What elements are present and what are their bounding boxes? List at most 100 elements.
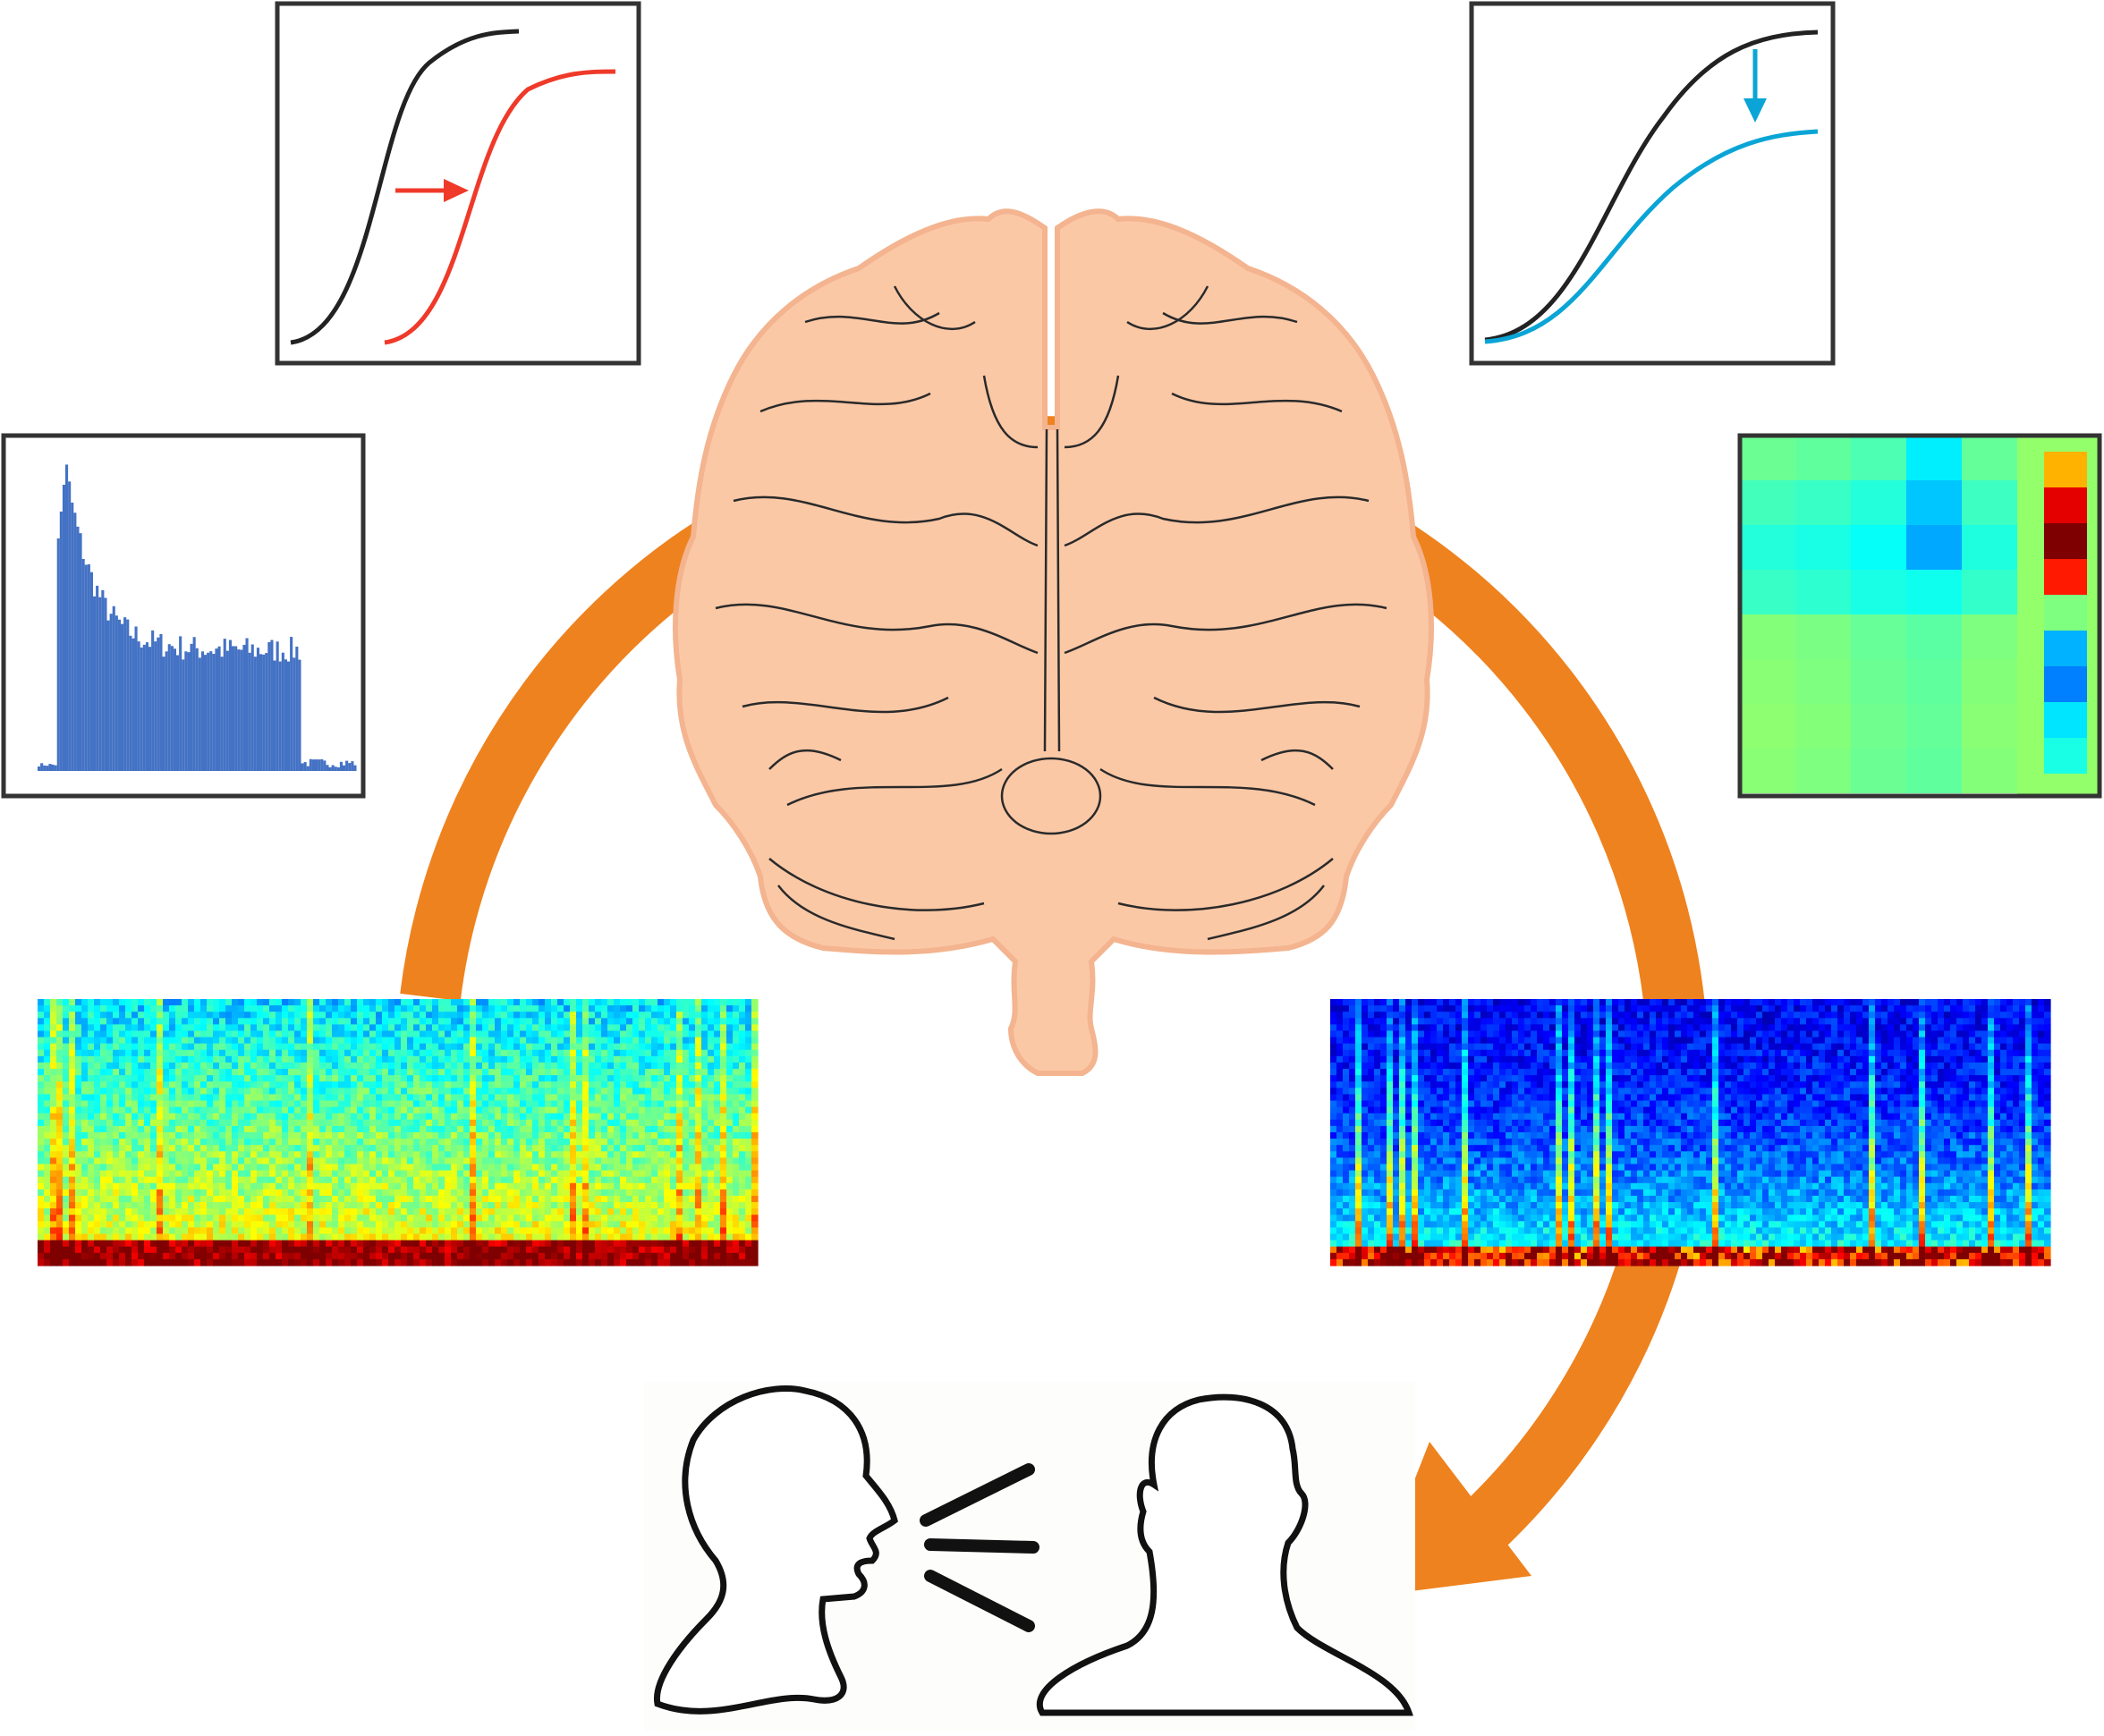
- spectrogram-pixel: [238, 1094, 245, 1102]
- spectrogram-pixel: [670, 1125, 677, 1133]
- spectrogram-pixel: [595, 1170, 602, 1178]
- spectrogram-pixel: [745, 1081, 752, 1088]
- spectrogram-pixel: [244, 1208, 251, 1215]
- spectrogram-pixel: [351, 1176, 358, 1184]
- spectrogram-pixel: [445, 1240, 452, 1248]
- spectrogram-pixel: [69, 1043, 76, 1051]
- spectrogram-pixel: [695, 1240, 702, 1248]
- spectrogram-pixel: [501, 1145, 508, 1152]
- spectrogram-pixel: [357, 1012, 364, 1019]
- spectrogram-pixel: [620, 1005, 627, 1012]
- spectrogram-pixel: [332, 1189, 339, 1197]
- spectrogram-pixel: [313, 1208, 320, 1215]
- spectrogram-pixel: [106, 1176, 114, 1184]
- spectrogram-pixel: [94, 1145, 101, 1152]
- spectrogram-pixel: [50, 1139, 57, 1146]
- spectrogram-pixel: [50, 1151, 57, 1158]
- spectrogram-pixel: [589, 1233, 596, 1241]
- spectrogram-pixel: [651, 1106, 658, 1114]
- spectrogram-pixel: [163, 1195, 170, 1203]
- spectrogram-pixel: [244, 1258, 251, 1266]
- spectrogram-pixel: [708, 1189, 715, 1197]
- spectrogram-pixel: [238, 1005, 245, 1012]
- spectrogram-pixel: [501, 1258, 508, 1266]
- baseline-curve: [1484, 30, 1819, 343]
- spectrogram-pixel: [564, 1252, 571, 1260]
- histogram-bar: [331, 765, 335, 771]
- spectrogram-pixel: [708, 1195, 715, 1203]
- spectrogram-pixel: [451, 1252, 458, 1260]
- spectrogram-pixel: [751, 1145, 759, 1152]
- histogram-bar: [345, 760, 349, 771]
- histogram-bar: [65, 464, 69, 771]
- spectrogram-pixel: [81, 1119, 89, 1127]
- spectrogram-pixel: [595, 1202, 602, 1209]
- spectrogram-pixel: [44, 1125, 51, 1133]
- spectrogram-pixel: [138, 1132, 145, 1139]
- spectrogram-pixel: [200, 1208, 208, 1215]
- spectrogram-pixel: [407, 1018, 414, 1025]
- spectrogram-pixel: [589, 1055, 596, 1063]
- heatmap-cell: [1851, 525, 1906, 570]
- spectrogram-pixel: [169, 1030, 176, 1038]
- heatmap-cell: [1795, 659, 1851, 704]
- spectrogram-pixel: [125, 1132, 132, 1139]
- spectrogram-pixel: [658, 1195, 665, 1203]
- spectrogram-pixel: [620, 1018, 627, 1025]
- spectrogram-pixel: [369, 1055, 377, 1063]
- spectrogram-pixel: [745, 1106, 752, 1114]
- spectrogram-pixel: [163, 1094, 170, 1102]
- spectrogram-pixel: [720, 1240, 727, 1248]
- spectrogram-pixel: [326, 1139, 333, 1146]
- spectrogram-pixel: [507, 1018, 514, 1025]
- spectrogram-pixel: [401, 1176, 408, 1184]
- spectrogram-pixel: [106, 999, 114, 1006]
- spectrogram-pixel: [100, 1075, 107, 1082]
- spectrogram-pixel: [313, 1005, 320, 1012]
- spectrogram-pixel: [294, 1176, 301, 1184]
- spectrogram-pixel: [482, 1024, 489, 1032]
- spectrogram-pixel: [539, 1164, 546, 1172]
- spectrogram-pixel: [557, 1094, 564, 1102]
- spectrogram-pixel: [463, 1208, 471, 1215]
- spectrogram-pixel: [607, 1202, 615, 1209]
- histogram-bar: [184, 651, 188, 771]
- spectrogram-pixel: [225, 1024, 233, 1032]
- spectrogram-pixel: [125, 1189, 132, 1197]
- spectrogram-pixel: [470, 1164, 477, 1172]
- spectrogram-pixel: [438, 1151, 445, 1158]
- spectrogram-pixel: [294, 1037, 301, 1045]
- spectrogram-pixel: [614, 1100, 621, 1108]
- spectrogram-pixel: [276, 1132, 283, 1139]
- spectrogram-pixel: [50, 1221, 57, 1229]
- spectrogram-pixel: [238, 1024, 245, 1032]
- spectrogram-pixel: [532, 1030, 539, 1038]
- spectrogram-pixel: [426, 1081, 433, 1088]
- spectrogram-pixel: [163, 1208, 170, 1215]
- spectrogram-pixel: [683, 1049, 690, 1057]
- spectrogram-pixel: [701, 1215, 708, 1222]
- spectrogram-pixel: [432, 1189, 439, 1197]
- spectrogram-pixel: [182, 1240, 189, 1248]
- spectrogram-pixel: [276, 1069, 283, 1076]
- spectrogram-pixel: [576, 1024, 583, 1032]
- spectrogram-pixel: [526, 1208, 533, 1215]
- spectrogram-pixel: [194, 1233, 201, 1241]
- spectrogram-pixel: [313, 1075, 320, 1082]
- spectrogram-pixel: [720, 1132, 727, 1139]
- spectrogram-pixel: [708, 1145, 715, 1152]
- spectrogram-pixel: [620, 1113, 627, 1121]
- spectrogram-pixel: [557, 1157, 564, 1165]
- heatmap-cell: [1906, 436, 1962, 480]
- spectrogram-pixel: [219, 1069, 226, 1076]
- spectrogram-pixel: [445, 1221, 452, 1229]
- spectrogram-pixel: [106, 1106, 114, 1114]
- spectrogram-pixel: [664, 1075, 671, 1082]
- spectrogram-pixel: [683, 1030, 690, 1038]
- spectrogram-pixel: [332, 1215, 339, 1222]
- spectrogram-pixel: [513, 1145, 521, 1152]
- spectrogram-pixel: [44, 1252, 51, 1260]
- spectrogram-pixel: [307, 1240, 314, 1248]
- spectrogram-pixel: [488, 1258, 496, 1266]
- spectrogram-pixel: [495, 1151, 502, 1158]
